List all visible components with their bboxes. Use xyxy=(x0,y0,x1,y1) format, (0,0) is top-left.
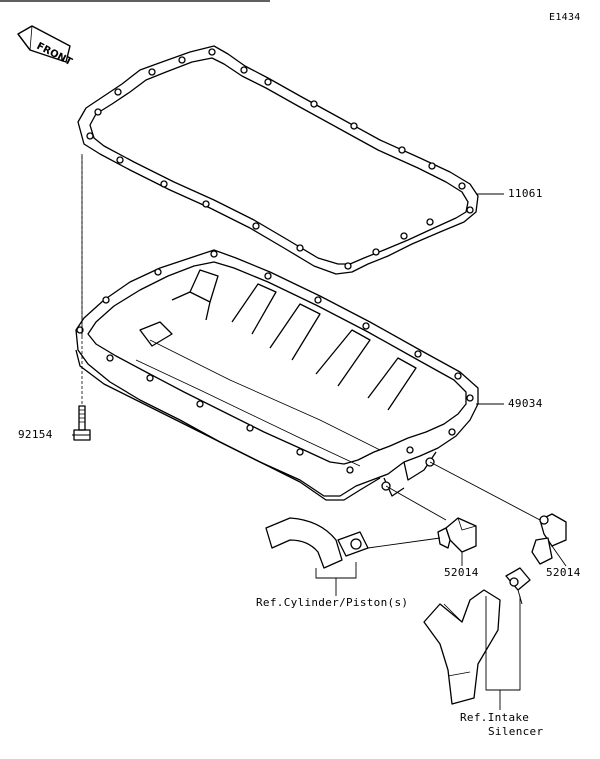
part-number-92154[interactable]: 92154 xyxy=(18,428,53,441)
part-number-52014-left[interactable]: 52014 xyxy=(444,566,479,579)
ref-intake-line1: Ref.Intake xyxy=(460,711,530,724)
fitting-52014-right xyxy=(531,513,567,565)
ref-intake-line2: Silencer xyxy=(488,725,544,738)
fitting-52014-left xyxy=(437,517,477,553)
bolt-92154 xyxy=(73,405,91,441)
oil-pan xyxy=(75,249,479,501)
part-number-49034[interactable]: 49034 xyxy=(508,397,543,410)
intake-silencer-hose xyxy=(423,589,501,705)
diagram-code: E1434 xyxy=(549,12,581,23)
intake-clamp xyxy=(505,567,531,591)
oil-pan-gasket xyxy=(77,45,479,275)
part-number-11061[interactable]: 11061 xyxy=(508,187,543,200)
front-arrow-icon xyxy=(17,25,71,63)
ref-cylinder-piston: Ref.Cylinder/Piston(s) xyxy=(256,596,409,609)
cylinder-hose xyxy=(265,517,369,569)
leader-lines xyxy=(72,193,567,710)
part-number-52014-right[interactable]: 52014 xyxy=(546,566,581,579)
